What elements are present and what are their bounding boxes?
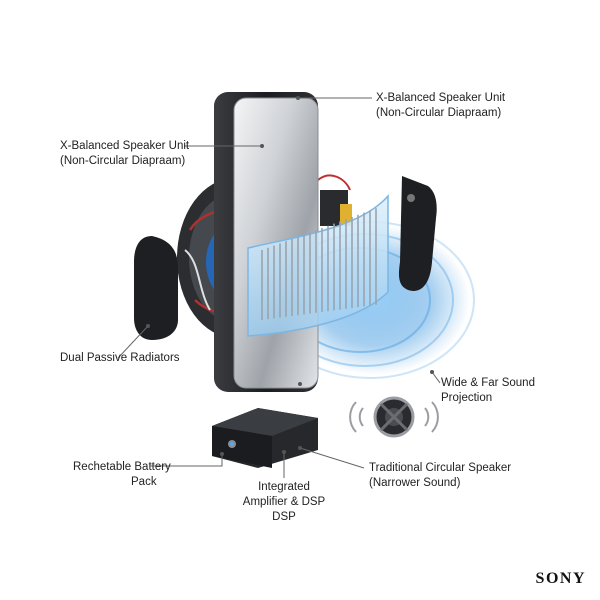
label-line: X-Balanced Speaker Unit <box>376 92 506 104</box>
leader-lines <box>117 96 441 478</box>
label-line: DSP <box>272 511 296 523</box>
label-x-balanced-top: X-Balanced Speaker Unit (Non-Circular Di… <box>376 91 505 121</box>
label-amplifier-dsp: Integrated Amplifier & DSP DSP <box>234 480 334 525</box>
circular-speaker-crossed-icon <box>349 396 439 438</box>
passive-radiator-right <box>398 176 437 291</box>
label-traditional-speaker: Traditional Circular Speaker (Narrower S… <box>369 461 511 491</box>
label-line: Amplifier & DSP <box>242 496 326 508</box>
label-line: Traditional Circular Speaker <box>369 462 512 474</box>
passive-radiator-left <box>134 236 178 340</box>
label-battery-pack: Rechetable Battery Pack <box>73 460 171 490</box>
label-line: (Non-Circular Diapraam) <box>376 107 502 119</box>
label-line: Integrated <box>258 481 310 493</box>
label-line: (Narrower Sound) <box>369 477 461 489</box>
label-wide-far-sound: Wide & Far Sound Projection <box>441 376 535 406</box>
label-dual-passive-radiators: Dual Passive Radiators <box>60 351 180 366</box>
label-line: (Non-Circular Diapraam) <box>60 155 186 167</box>
label-line: Projection <box>441 392 493 404</box>
label-line: Wide & Far Sound <box>441 377 535 389</box>
grille-slots <box>261 208 377 320</box>
label-line: Dual Passive Radiators <box>60 352 180 364</box>
speaker-grille <box>247 194 389 337</box>
sony-logo: SONY <box>535 570 586 587</box>
label-x-balanced-left: X-Balanced Speaker Unit (Non-Circular Di… <box>60 139 189 169</box>
label-line: Rechetable Battery <box>73 461 171 473</box>
label-line: Pack <box>131 476 157 488</box>
label-line: X-Balanced Speaker Unit <box>60 140 190 152</box>
battery-pack <box>212 408 318 468</box>
